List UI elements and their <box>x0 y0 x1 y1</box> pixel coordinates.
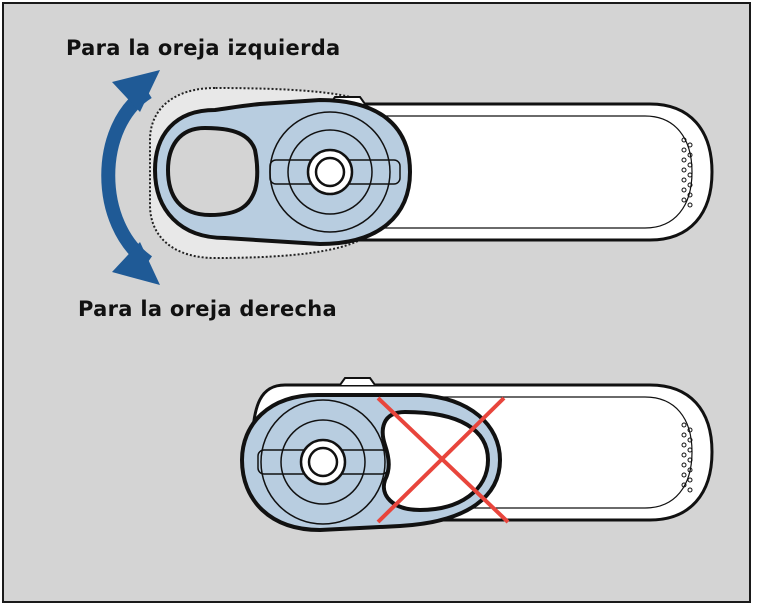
rotation-arrow-icon <box>101 70 160 285</box>
earhook-opening <box>165 125 260 218</box>
left-ear-label: Para la oreja izquierda <box>66 36 341 60</box>
body-top-ridge-bottom <box>339 377 376 386</box>
rotation-hub-center-bottom <box>307 446 339 478</box>
speaker-grille-icon-bottom <box>681 422 693 493</box>
bottom-headset <box>239 377 714 533</box>
rotation-hub-center <box>314 156 346 188</box>
earhook-opening-bottom <box>380 409 491 513</box>
body-inner-line <box>300 115 693 229</box>
speaker-grille-icon <box>681 137 693 208</box>
body-inner-line-bottom <box>300 396 693 509</box>
right-ear-label: Para la oreja derecha <box>78 297 337 321</box>
top-headset <box>149 86 714 260</box>
incorrect-x-icon <box>376 396 510 524</box>
